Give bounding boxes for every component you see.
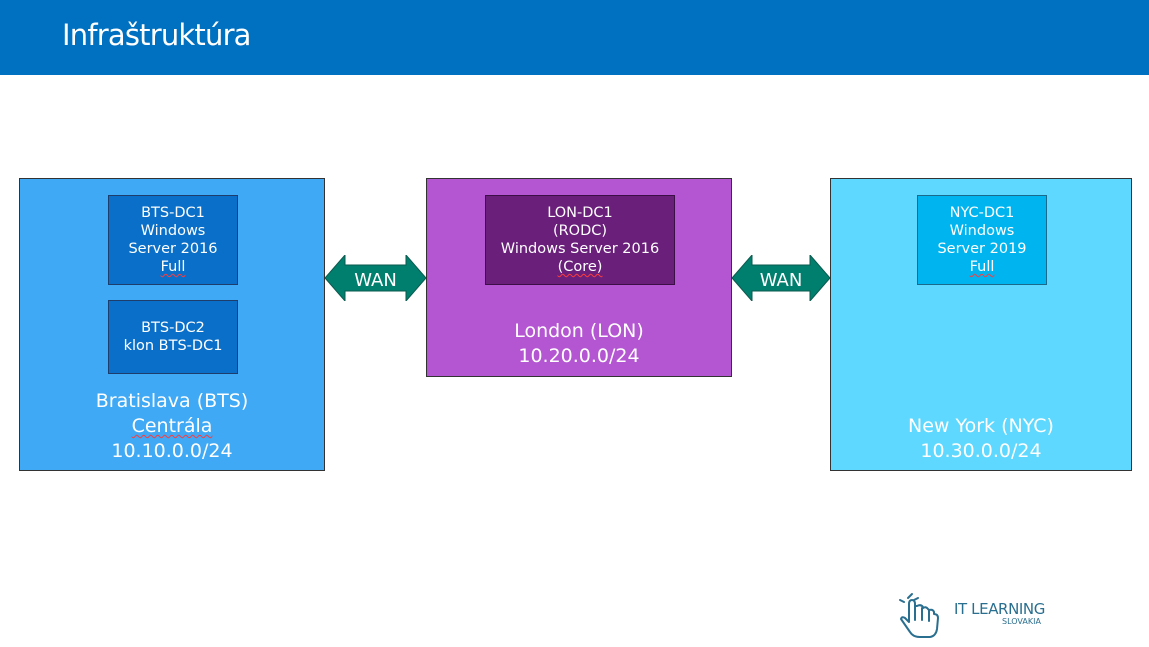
title-bar: Infraštruktúra [0,0,1149,75]
server-lon-dc1: LON-DC1 (RODC) Windows Server 2016 (Core… [485,195,675,285]
site-london-subnet: 10.20.0.0/24 [518,345,640,367]
wan-link-lon-nyc-label: WAN [759,269,803,291]
wan-link-lon-nyc: WAN [731,253,831,305]
server-nyc-dc1-line-1: NYC-DC1 [949,205,1015,221]
site-bratislava: BTS-DC1 Windows Server 2016 Full BTS-DC2… [19,178,325,471]
it-learning-logo: IT LEARNING SLOVAKIA [898,590,1048,642]
server-bts-dc2-line-1: BTS-DC2 [141,320,205,336]
server-nyc-dc1: NYC-DC1 Windows Server 2019 Full [917,195,1047,285]
server-lon-dc1-line-1: LON-DC1 [547,205,613,221]
server-lon-dc1-line-3: Windows Server 2016 [500,241,660,257]
site-new-york-subnet: 10.30.0.0/24 [920,440,1042,462]
logo-subtext: SLOVAKIA [1002,617,1041,626]
pointer-hand-icon [899,593,939,638]
site-bratislava-subnet: 10.10.0.0/24 [111,440,233,462]
server-nyc-dc1-line-2: Windows [949,223,1015,239]
server-bts-dc1-line-2: Windows [140,223,206,239]
site-bratislava-label: Bratislava (BTS) Centrála 10.10.0.0/24 [20,389,324,464]
site-bratislava-role: Centrála [131,415,213,437]
server-bts-dc1-line-4: Full [160,259,186,275]
site-london-name: London (LON) [514,320,644,342]
site-new-york: NYC-DC1 Windows Server 2019 Full New Yor… [830,178,1132,471]
server-nyc-dc1-line-3: Server 2019 [937,241,1027,257]
server-lon-dc1-line-4: (Core) [557,259,603,275]
wan-link-bts-lon: WAN [324,253,427,305]
server-bts-dc1: BTS-DC1 Windows Server 2016 Full [108,195,238,285]
server-bts-dc2-line-2: klon BTS-DC1 [123,338,223,354]
site-bratislava-name: Bratislava (BTS) [95,390,249,412]
server-bts-dc1-line-3: Server 2016 [128,241,218,257]
server-nyc-dc1-line-4: Full [969,259,995,275]
site-new-york-name: New York (NYC) [908,415,1054,437]
wan-link-bts-lon-label: WAN [354,269,397,291]
server-bts-dc1-line-1: BTS-DC1 [141,205,205,221]
logo-text: IT LEARNING [954,600,1045,618]
site-new-york-label: New York (NYC) 10.30.0.0/24 [831,414,1131,464]
server-bts-dc2: BTS-DC2 klon BTS-DC1 [108,300,238,374]
site-london: LON-DC1 (RODC) Windows Server 2016 (Core… [426,178,732,377]
server-lon-dc1-line-2: (RODC) [552,223,608,239]
site-london-label: London (LON) 10.20.0.0/24 [427,319,731,369]
page-title: Infraštruktúra [62,18,251,52]
